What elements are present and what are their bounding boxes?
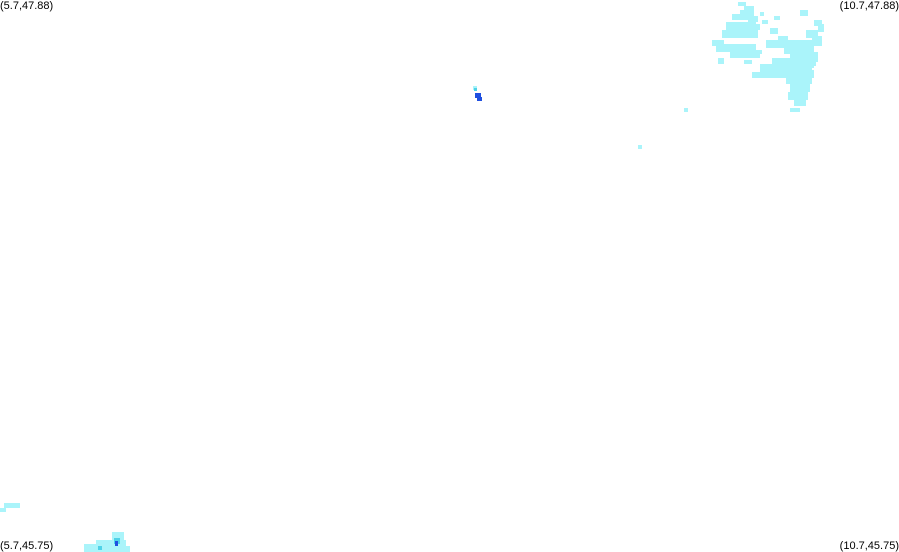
heavy-precip-cell [477,97,482,101]
light-precipitation-cells [0,2,824,552]
light-precip-cell [770,28,778,34]
light-precip-cell [730,52,760,58]
corner-label-top-left: (5.7,47.88) [0,0,54,12]
light-precip-cell [756,50,762,54]
light-precip-cell [800,62,814,68]
light-precip-cell [788,92,808,100]
light-precip-cell [638,145,642,149]
light-precip-cell [744,60,752,64]
light-precip-cell [774,16,780,20]
corner-label-top-right: (10.7,47.88) [839,0,899,12]
light-precip-cell [684,108,688,112]
light-precip-cell [796,40,816,46]
light-precip-cell [112,532,124,540]
heavy-precip-cell [115,541,118,546]
light-precip-cell [738,2,746,6]
light-precip-cell [732,14,750,20]
corner-label-bottom-right: (10.7,45.75) [839,540,899,552]
corner-label-bottom-left: (5.7,45.75) [0,540,54,552]
light-precip-cell [744,6,754,11]
light-precip-cell [722,30,758,38]
light-precip-cell [794,100,806,106]
light-precip-cell [766,40,796,48]
light-precip-cell [716,44,756,52]
light-precip-cell [790,108,800,112]
medium-precip-cell [98,546,102,550]
light-precip-cell [800,10,808,16]
light-precip-cell [0,508,6,512]
heavy-precipitation-cells [115,93,482,546]
light-precip-cell [712,40,724,46]
light-precip-cell [748,16,758,22]
light-precip-cell [726,22,756,30]
light-precip-cell [754,24,760,30]
light-precip-cell [778,36,788,42]
light-precip-cell [718,58,724,64]
heavy-precip-cell [475,93,481,98]
light-precip-cell [772,58,816,66]
light-precip-cell [784,44,814,54]
light-precip-cell [806,30,818,38]
light-precip-cell [760,64,812,72]
light-precip-cell [762,20,768,24]
light-precip-cell [786,76,812,84]
light-precip-cell [818,24,824,32]
light-precip-cell [812,36,822,46]
light-precip-cell [4,503,20,508]
medium-precip-cell [474,88,477,91]
light-precip-cell [752,72,772,78]
light-precip-cell [790,52,818,62]
light-precip-cell [740,10,754,16]
light-precip-cell [814,20,822,26]
light-precip-cell [790,84,810,92]
light-precip-cell [760,12,764,16]
medium-precipitation-cells [98,88,477,550]
light-precip-cell [84,544,96,552]
light-precip-cell [770,70,814,78]
light-precip-cell [120,546,130,552]
